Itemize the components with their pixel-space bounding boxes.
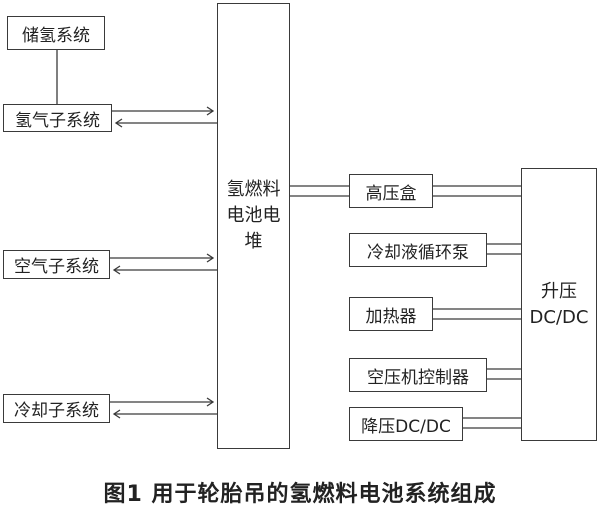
- node-coolant-pump: 冷却液循环泵: [349, 233, 487, 267]
- arrowhead-hydrogen-right: [206, 106, 215, 116]
- arrowhead-cooling-right: [206, 397, 215, 407]
- node-label: 冷却子系统: [14, 401, 99, 421]
- node-boost-dcdc: 升压DC/DC: [521, 168, 597, 441]
- node-compressor-controller: 空压机控制器: [349, 358, 487, 392]
- arrowhead-air-right: [206, 253, 215, 263]
- node-label: 空压机控制器: [367, 367, 469, 388]
- node-high-voltage-box: 高压盒: [349, 174, 433, 208]
- arrowhead-air-left: [112, 265, 121, 275]
- node-air-subsystem: 空气子系统: [3, 250, 110, 279]
- node-cooling-subsystem: 冷却子系统: [3, 394, 110, 423]
- node-buck-dcdc: 降压DC/DC: [349, 407, 463, 441]
- node-fuel-cell-stack: 氢燃料电池电堆: [217, 3, 290, 449]
- node-hydrogen-subsystem: 氢气子系统: [3, 104, 112, 132]
- node-label: 降压DC/DC: [361, 416, 451, 437]
- node-label: 储氢系统: [22, 25, 90, 46]
- arrowhead-hydrogen-left: [114, 118, 123, 128]
- arrowhead-cooling-left: [112, 409, 121, 419]
- node-label: 氢气子系统: [15, 110, 100, 131]
- node-label: 高压盒: [365, 183, 417, 204]
- figure-caption: 图1 用于轮胎吊的氢燃料电池系统组成: [103, 482, 497, 507]
- node-heater: 加热器: [349, 297, 433, 331]
- node-hydrogen-storage: 储氢系统: [7, 16, 105, 50]
- node-label: 氢燃料电池电堆: [226, 179, 281, 252]
- node-label: 升压DC/DC: [529, 280, 589, 328]
- node-label: 加热器: [365, 306, 417, 327]
- node-label: 冷却液循环泵: [367, 242, 469, 263]
- node-label: 空气子系统: [14, 257, 99, 277]
